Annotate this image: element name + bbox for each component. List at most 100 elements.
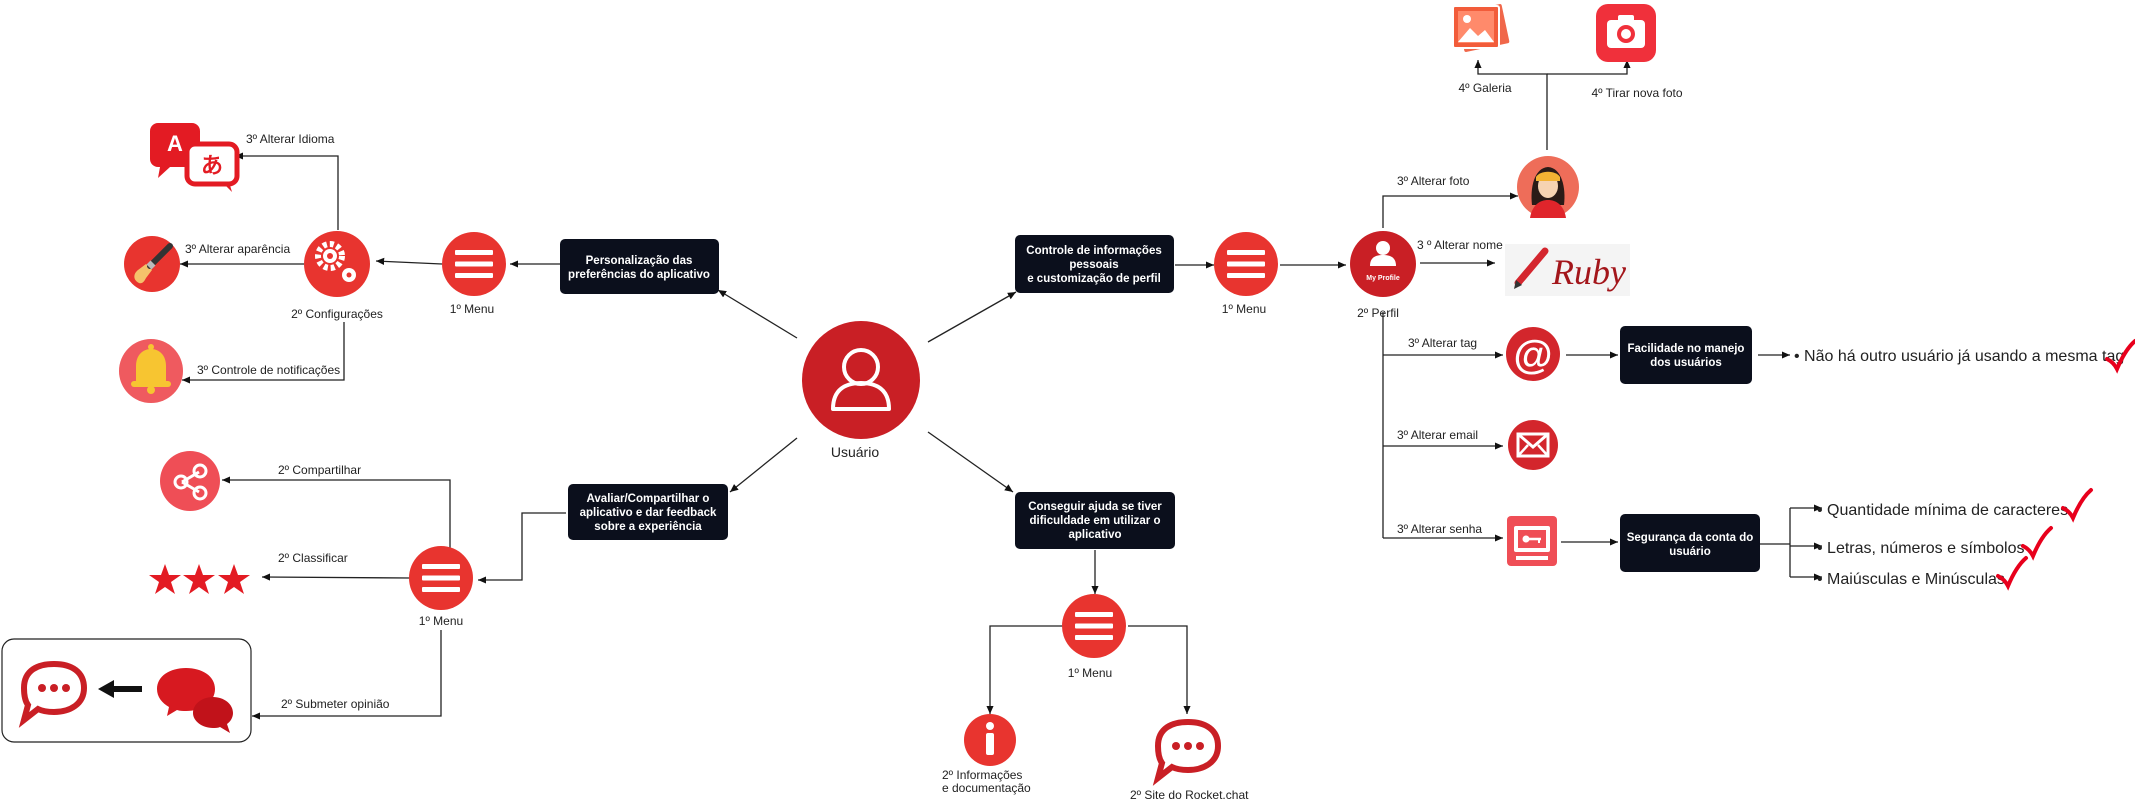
alterar-tag-label: 3º Alterar tag [1408,336,1477,350]
box-avaliar-line3: sobre a experiência [594,521,702,533]
alterar-senha-node[interactable]: 3º Alterar senha [1397,516,1557,566]
bullet-caracteres-text: • Quantidade mínima de caracteres [1817,502,2068,519]
menu-top-right[interactable]: 1º Menu [1214,232,1278,316]
bullet-maiusculas-text: • Maiúsculas e Minúsculas [1817,571,2005,588]
paintbrush-icon [134,243,173,284]
box-personalizacao-line2: preferências do aplicativo [568,269,710,281]
box-avaliar-line1: Avaliar/Compartilhar o [587,493,710,505]
notificacoes-node[interactable]: 3º Controle de notificações [119,339,340,403]
alterar-senha-label: 3º Alterar senha [1397,522,1482,536]
box-facilidade-line1: Facilidade no manejo [1628,343,1745,355]
box-ajuda[interactable]: Conseguir ajuda se tiver dificuldade em u… [1015,492,1175,549]
menu-bottom-left[interactable]: 1º Menu [409,546,473,628]
chat-bubbles-icon [157,668,233,733]
box-seguranca-line1: Segurança da conta do [1627,532,1754,544]
configuracoes-node[interactable]: 2º Configurações [291,231,383,321]
hamburger-menu-icon [409,546,473,610]
box-facilidade[interactable]: Facilidade no manejo dos usuários [1620,326,1752,384]
box-seguranca[interactable]: Segurança da conta do usuário [1620,514,1760,572]
informacoes-label-line1: 2º Informações [942,768,1022,782]
box-controle-line2: pessoais [1069,259,1118,271]
menu-bottom-left-label: 1º Menu [419,614,463,628]
alterar-aparencia-label: 3º Alterar aparência [185,242,290,256]
svg-text:あ: あ [201,153,223,178]
compartilhar-label: 2º Compartilhar [278,463,361,477]
perfil-node[interactable]: My Profile 2º Perfil [1350,231,1416,320]
box-facilidade-line2: dos usuários [1650,357,1722,369]
edges [180,60,1822,720]
alterar-foto-node[interactable]: 3º Alterar foto [1397,156,1579,218]
gears-icon [315,241,356,282]
box-avaliar[interactable]: Avaliar/Compartilhar o aplicativo e dar f… [568,484,728,540]
translate-node[interactable]: A あ 3º Alterar Idioma [150,123,335,192]
stars-icon [149,564,250,594]
bullet-tag-text: • Não há outro usuário já usando a mesma… [1794,348,2124,365]
hamburger-menu-icon [1062,594,1126,658]
envelope-icon [1516,432,1550,458]
galeria-node[interactable]: 4º Galeria [1452,4,1512,95]
alterar-email-label: 3º Alterar email [1397,428,1478,442]
bullet-tag: • Não há outro usuário já usando a mesma… [1794,339,2135,371]
alterar-nome-label: 3 º Alterar nome [1417,238,1503,252]
bullet-letras-text: • Letras, números e símbolos [1817,540,2024,557]
alterar-nome-node[interactable]: Ruby 3 º Alterar nome [1417,238,1630,296]
pencil-icon [1514,247,1549,289]
user-node[interactable]: Usuário [802,321,920,460]
tirar-foto-label: 4º Tirar nova foto [1591,86,1682,100]
camera-icon [1596,4,1656,62]
at-sign-icon: @ [1513,333,1552,377]
configuracoes-label: 2º Configurações [291,307,383,321]
menu-top-left-label: 1º Menu [450,302,494,316]
translate-icon: A あ [150,123,240,192]
tirar-foto-node[interactable]: 4º Tirar nova foto [1591,4,1683,100]
compartilhar-node[interactable]: 2º Compartilhar [160,451,361,511]
password-key-icon [1514,526,1550,560]
bullet-caracteres: • Quantidade mínima de caracteres [1817,488,2093,520]
informacoes-label-line2: e documentação [942,781,1031,795]
bell-icon [131,344,171,394]
box-controle-line3: e customização de perfil [1027,273,1161,285]
box-personalizacao-line1: Personalização das [586,255,693,267]
box-controle[interactable]: Controle de informações pessoais e customi… [1015,235,1174,293]
user-label: Usuário [831,444,879,460]
box-ajuda-line3: aplicativo [1068,529,1121,541]
site-rocket-node[interactable]: 2º Site do Rocket.chat [1130,722,1249,802]
ruby-text: Ruby [1551,252,1626,292]
alterar-foto-label: 3º Alterar foto [1397,174,1470,188]
perfil-label: 2º Perfil [1357,306,1399,320]
user-icon [831,348,891,411]
menu-bottom-center-label: 1º Menu [1068,666,1112,680]
alterar-email-node[interactable]: 3º Alterar email [1397,420,1558,470]
menu-top-left[interactable]: 1º Menu [442,232,506,316]
box-seguranca-line2: usuário [1669,546,1711,558]
bullet-letras: • Letras, números e símbolos [1817,526,2053,558]
svg-text:A: A [167,131,183,156]
info-icon [986,722,994,755]
gallery-icon [1452,4,1510,52]
aparencia-node[interactable]: 3º Alterar aparência [124,236,290,292]
submeter-opiniao-node[interactable]: 2º Submeter opinião [1,638,390,743]
alterar-idioma-label: 3º Alterar Idioma [246,132,335,146]
box-ajuda-line2: dificuldade em utilizar o [1030,515,1161,527]
site-rocket-label: 2º Site do Rocket.chat [1130,788,1249,802]
box-personalizacao[interactable]: Personalização das preferências do aplica… [560,239,719,294]
classificar-node[interactable]: 2º Classificar [149,551,348,594]
controle-notificacoes-label: 3º Controle de notificações [197,363,340,377]
hamburger-menu-icon [1214,232,1278,296]
my-profile-icon: My Profile [1366,241,1400,282]
box-avaliar-line2: aplicativo e dar feedback [580,507,717,519]
box-controle-line1: Controle de informações [1026,245,1161,257]
arrow-left-icon [98,680,142,698]
alterar-tag-node[interactable]: @ 3º Alterar tag [1408,327,1560,381]
hamburger-menu-icon [442,232,506,296]
box-ajuda-line1: Conseguir ajuda se tiver [1028,501,1162,513]
menu-bottom-center[interactable]: 1º Menu [1062,594,1126,680]
